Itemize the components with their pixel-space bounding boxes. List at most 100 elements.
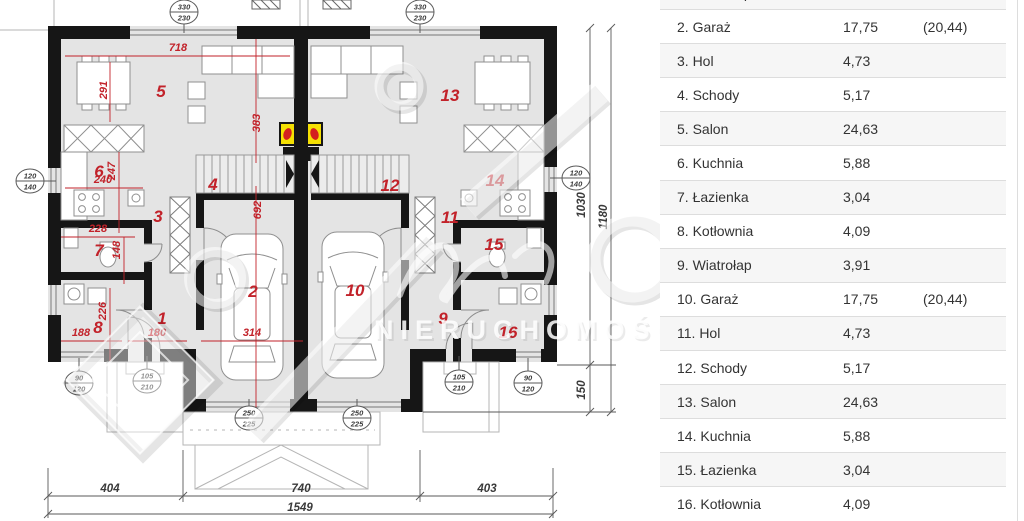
room-area: 17,75 <box>843 291 879 308</box>
room-area: 4,09 <box>843 495 871 512</box>
mark-120-140-right-top: 120 <box>570 169 583 178</box>
outer-dimension-labels: 404 740 403 1549 1030 1180 150 <box>99 192 610 514</box>
mark-105-210-left-top: 105 <box>141 372 154 381</box>
watermark-caps-shadow: NIERUCHOMOŚCI <box>376 316 660 347</box>
reference-lines <box>0 0 309 31</box>
room-8: 8 <box>93 318 103 337</box>
room-label: 5. Salon <box>677 120 729 137</box>
room-label: 1. Wiatrołap <box>660 0 843 1</box>
room-area: 5,88 <box>843 155 871 172</box>
dim-150: 150 <box>576 380 588 400</box>
mark-90-120-right-top: 90 <box>524 374 533 383</box>
room-10: 10 <box>346 281 365 300</box>
room-label: 6. Kuchnia <box>677 155 744 172</box>
room-area: 3,04 <box>843 461 871 478</box>
room-11: 11 <box>441 208 459 227</box>
table-row: 15. Łazienka 3,04 <box>660 452 1006 487</box>
table-row: 11. Hol 4,73 <box>660 315 1006 351</box>
room-2: 2 <box>247 282 258 301</box>
dim-383: 383 <box>251 114 263 132</box>
room-15: 15 <box>485 235 504 254</box>
chimney-symbols <box>251 0 352 10</box>
dim-314: 314 <box>243 327 261 339</box>
room-numbers: 1 2 3 4 5 6 7 8 9 10 11 12 13 14 15 16 <box>93 82 518 342</box>
stairs <box>195 154 410 194</box>
table-row: 3. Hol 4,73 <box>660 43 1006 78</box>
mark-120-140-left-bottom: 140 <box>24 183 37 192</box>
mark-105-210-right-top: 105 <box>453 373 466 382</box>
room-12: 12 <box>381 176 400 195</box>
room-label: 3. Hol <box>677 52 714 69</box>
mark-330-230-left-top: 330 <box>178 3 191 12</box>
floor-plan: 718 291 383 240 247 228 148 226 188 180 … <box>0 0 660 519</box>
room-area: 3,04 <box>843 189 871 206</box>
table-row: 8. Kotłownia 4,09 <box>660 213 1006 248</box>
mark-90-120-right-bottom: 120 <box>522 385 535 394</box>
mark-120-140-right-bottom: 140 <box>570 180 583 189</box>
mark-250-225-right-top: 250 <box>350 409 364 418</box>
room-label: 11. Hol <box>677 325 721 342</box>
watermark: NIERUCHOMOŚCI NIERUCHOMOŚCI <box>62 61 660 464</box>
mark-105-210-left-bottom: 210 <box>140 383 154 392</box>
room-label: 8. Kotłownia <box>677 223 754 240</box>
red-dimension-labels: 718 291 383 240 247 228 148 226 188 180 … <box>72 42 264 339</box>
dim-148: 148 <box>111 240 123 259</box>
watermark-script <box>397 241 555 304</box>
dim-1549: 1549 <box>287 502 313 514</box>
dim-226: 226 <box>97 301 109 321</box>
room-1: 1 <box>157 309 166 328</box>
room-label: 13. Salon <box>677 393 737 410</box>
room-area: 4,73 <box>843 325 871 342</box>
room-area: 3,91 <box>843 257 871 274</box>
room-label: 9. Wiatrołap <box>677 257 752 274</box>
outer-walls <box>48 26 557 412</box>
dim-228: 228 <box>88 223 108 235</box>
room-area: 4,73 <box>843 52 871 69</box>
mark-330-230-right-top: 330 <box>414 3 427 12</box>
mark-250-225-right-bottom: 225 <box>350 420 364 429</box>
size-marks: 330 230 330 230 120 140 120 140 90 120 1… <box>15 0 591 431</box>
room-16: 16 <box>499 323 518 342</box>
driveway <box>106 361 500 490</box>
room-3: 3 <box>153 207 163 226</box>
dim-740: 740 <box>291 483 311 495</box>
room-area: 4,09 <box>843 223 871 240</box>
dim-718: 718 <box>169 42 188 54</box>
mark-250-225-left-top: 250 <box>242 409 256 418</box>
dim-692: 692 <box>252 201 264 219</box>
dim-188: 188 <box>72 327 91 339</box>
room-area-gross: (20,44) <box>923 18 968 35</box>
room-label: 4. Schody <box>677 86 740 103</box>
red-dimension-lines <box>61 39 303 412</box>
mark-105-210-right-bottom: 210 <box>452 384 466 393</box>
table-row: 6. Kuchnia 5,88 <box>660 145 1006 180</box>
floor-plan-drawing: 718 291 383 240 247 228 148 226 188 180 … <box>0 0 660 519</box>
room-6: 6 <box>94 162 104 181</box>
room-5: 5 <box>156 82 166 101</box>
room-area: 24,63 <box>843 120 879 137</box>
room-label: 15. Łazienka <box>677 461 757 478</box>
room-area: 5,88 <box>843 427 871 444</box>
room-label: 10. Garaż <box>677 291 739 308</box>
fireplace-icons <box>279 122 323 146</box>
room-label: 2. Garaż <box>677 18 731 35</box>
room-7: 7 <box>94 241 105 260</box>
table-row: 9. Wiatrołap 3,91 <box>660 247 1006 282</box>
watermark-caps: NIERUCHOMOŚCI <box>374 314 660 345</box>
mark-330-230-left-bottom: 230 <box>177 14 191 23</box>
mark-90-120-left-bottom: 120 <box>73 385 86 394</box>
room-area: 5,17 <box>843 359 871 376</box>
dim-1030: 1030 <box>576 192 588 218</box>
mark-90-120-left-top: 90 <box>75 374 84 383</box>
mark-120-140-left-top: 120 <box>24 172 37 181</box>
